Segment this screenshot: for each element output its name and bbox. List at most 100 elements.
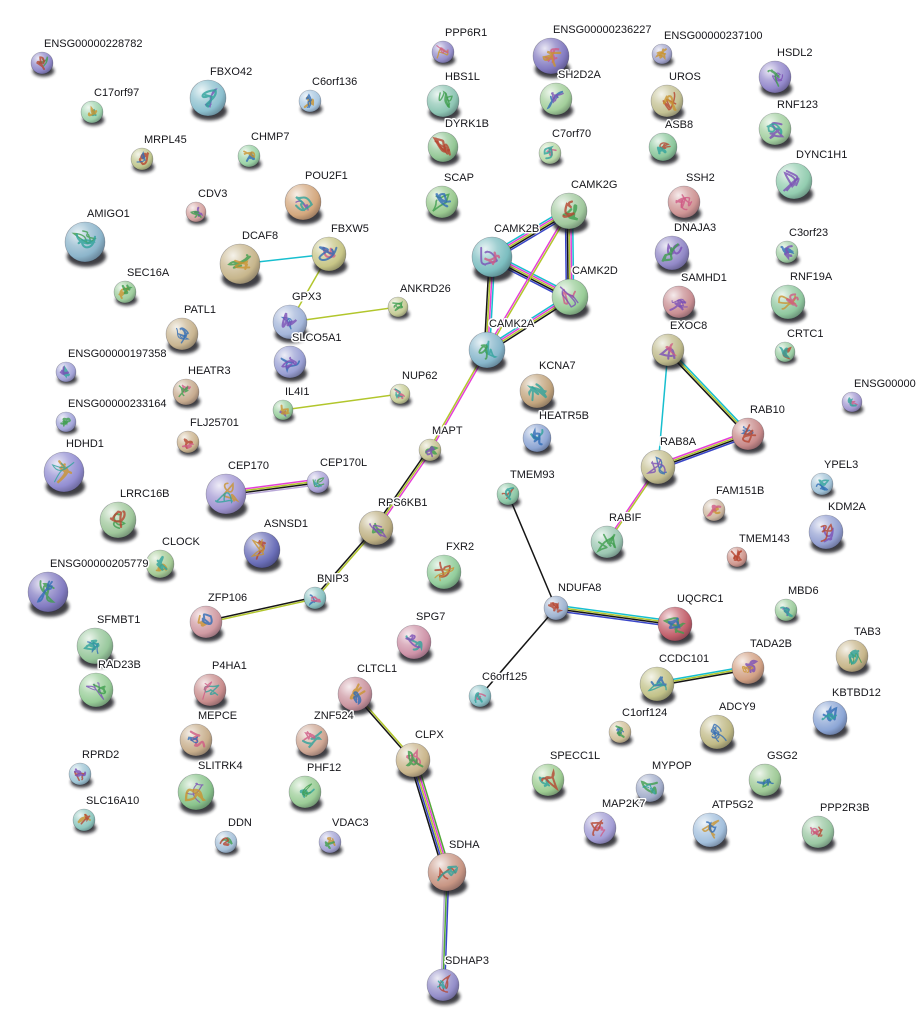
node-sphere[interactable]: [426, 554, 462, 590]
protein-node-DCAF8[interactable]: [219, 243, 261, 285]
protein-node-MAP2K7[interactable]: [583, 811, 617, 845]
protein-node-HSDL2[interactable]: [758, 60, 792, 94]
protein-node-ENSG00000197358[interactable]: [55, 361, 77, 383]
protein-node-CCDC101[interactable]: [639, 666, 675, 702]
protein-node-KCNA7[interactable]: [519, 373, 555, 409]
node-sphere[interactable]: [99, 501, 137, 539]
protein-node-IL4I1[interactable]: [272, 399, 294, 421]
node-sphere[interactable]: [770, 284, 806, 320]
node-sphere[interactable]: [189, 79, 227, 117]
edge-TMEM93-NDUFA8[interactable]: [507, 493, 557, 609]
protein-node-RPS6KB1[interactable]: [358, 510, 394, 546]
edge-IL4I1-NUP62[interactable]: [282, 393, 401, 411]
protein-node-GPX3[interactable]: [272, 304, 308, 340]
protein-node-DNAJA3[interactable]: [654, 235, 690, 271]
protein-node-ENSG00000[interactable]: [841, 391, 863, 413]
protein-node-DDN[interactable]: [214, 830, 238, 854]
protein-node-GSG2[interactable]: [748, 763, 782, 797]
protein-node-UROS[interactable]: [650, 84, 684, 118]
protein-node-HEATR3[interactable]: [172, 378, 200, 406]
protein-node-RAB10[interactable]: [731, 417, 765, 451]
protein-node-UQCRC1[interactable]: [657, 606, 693, 642]
protein-node-ANKRD26[interactable]: [387, 296, 409, 318]
protein-node-C17orf97[interactable]: [80, 100, 104, 124]
node-sphere[interactable]: [808, 514, 844, 550]
protein-node-POU2F1[interactable]: [284, 183, 322, 221]
protein-node-ENSG00000205779[interactable]: [27, 571, 69, 613]
protein-node-MAPT[interactable]: [418, 438, 442, 462]
node-sphere[interactable]: [748, 763, 782, 797]
protein-node-RABIF[interactable]: [590, 525, 624, 559]
node-sphere[interactable]: [640, 449, 676, 485]
node-sphere[interactable]: [189, 605, 223, 639]
protein-node-MBD6[interactable]: [774, 598, 798, 622]
protein-node-SH2D2A[interactable]: [539, 82, 573, 116]
edge-NDUFA8-C6orf125[interactable]: [479, 607, 557, 697]
protein-node-ASB8[interactable]: [648, 132, 678, 162]
protein-node-AMIGO1[interactable]: [64, 221, 106, 263]
protein-node-SDHAP3[interactable]: [426, 968, 460, 1002]
protein-node-CAMK2B[interactable]: [471, 236, 513, 278]
protein-node-FXR2[interactable]: [426, 554, 462, 590]
protein-node-CDV3[interactable]: [185, 201, 207, 223]
protein-node-LRRC16B[interactable]: [99, 501, 137, 539]
protein-node-RNF123[interactable]: [758, 112, 792, 146]
protein-node-SAMHD1[interactable]: [662, 285, 696, 319]
protein-node-SLCO5A1[interactable]: [273, 345, 307, 379]
protein-node-FLJ25701[interactable]: [176, 430, 200, 454]
protein-node-TADA2B[interactable]: [731, 651, 765, 685]
protein-node-SEC16A[interactable]: [113, 280, 137, 304]
protein-node-DYNC1H1[interactable]: [775, 162, 813, 200]
protein-node-CHMP7[interactable]: [237, 144, 261, 168]
protein-node-RNF19A[interactable]: [770, 284, 806, 320]
protein-node-C3orf23[interactable]: [775, 240, 799, 264]
protein-node-NDUFA8[interactable]: [543, 595, 569, 621]
protein-node-HBS1L[interactable]: [426, 84, 460, 118]
protein-node-DYRK1B[interactable]: [427, 131, 459, 163]
protein-node-HDHD1[interactable]: [43, 451, 85, 493]
protein-node-FAM151B[interactable]: [702, 498, 726, 522]
protein-node-RAD23B[interactable]: [78, 672, 114, 708]
protein-node-KBTBD12[interactable]: [812, 700, 848, 736]
protein-node-ATP5G2[interactable]: [692, 812, 728, 848]
protein-node-PPP6R1[interactable]: [431, 40, 455, 64]
protein-node-SSH2[interactable]: [667, 185, 701, 219]
protein-node-SCAP[interactable]: [425, 185, 459, 219]
protein-node-ENSG00000236227[interactable]: [532, 37, 570, 75]
protein-node-EXOC8[interactable]: [651, 333, 685, 367]
protein-node-TMEM93[interactable]: [496, 482, 520, 506]
protein-node-BNIP3[interactable]: [303, 586, 327, 610]
protein-node-SDHA[interactable]: [427, 852, 467, 892]
node-sphere[interactable]: [205, 473, 247, 515]
protein-node-C7orf70[interactable]: [538, 141, 562, 165]
protein-node-VDAC3[interactable]: [318, 830, 342, 854]
protein-node-P4HA1[interactable]: [193, 673, 227, 707]
protein-node-PHF12[interactable]: [288, 775, 322, 809]
node-sphere[interactable]: [657, 606, 693, 642]
node-sphere[interactable]: [165, 317, 199, 351]
protein-node-C1orf124[interactable]: [608, 720, 632, 744]
protein-node-CLTCL1[interactable]: [337, 676, 373, 712]
protein-node-HEATR5B[interactable]: [522, 423, 552, 453]
edge-BNIP3-ZFP106[interactable]: [205, 596, 316, 624]
protein-node-CLOCK[interactable]: [145, 549, 175, 579]
protein-node-MYPOP[interactable]: [635, 773, 665, 803]
protein-node-C6orf125[interactable]: [468, 684, 492, 708]
protein-node-SPG7[interactable]: [396, 624, 432, 660]
protein-node-RPRD2[interactable]: [68, 762, 92, 786]
protein-node-CEP170L[interactable]: [306, 470, 330, 494]
node-sphere[interactable]: [426, 84, 460, 118]
protein-node-SLITRK4[interactable]: [177, 773, 215, 811]
protein-node-CRTC1[interactable]: [774, 341, 796, 363]
protein-node-C6orf136[interactable]: [298, 89, 322, 113]
protein-node-CAMK2D[interactable]: [551, 278, 589, 316]
protein-node-PATL1[interactable]: [165, 317, 199, 351]
protein-node-NUP62[interactable]: [389, 383, 411, 405]
protein-node-CEP170[interactable]: [205, 473, 247, 515]
protein-node-SFMBT1[interactable]: [76, 627, 114, 665]
edge-NDUFA8-UQCRC1[interactable]: [555, 604, 676, 628]
protein-node-CLPX[interactable]: [395, 742, 431, 778]
protein-node-RAB8A[interactable]: [640, 449, 676, 485]
protein-node-KDM2A[interactable]: [808, 514, 844, 550]
